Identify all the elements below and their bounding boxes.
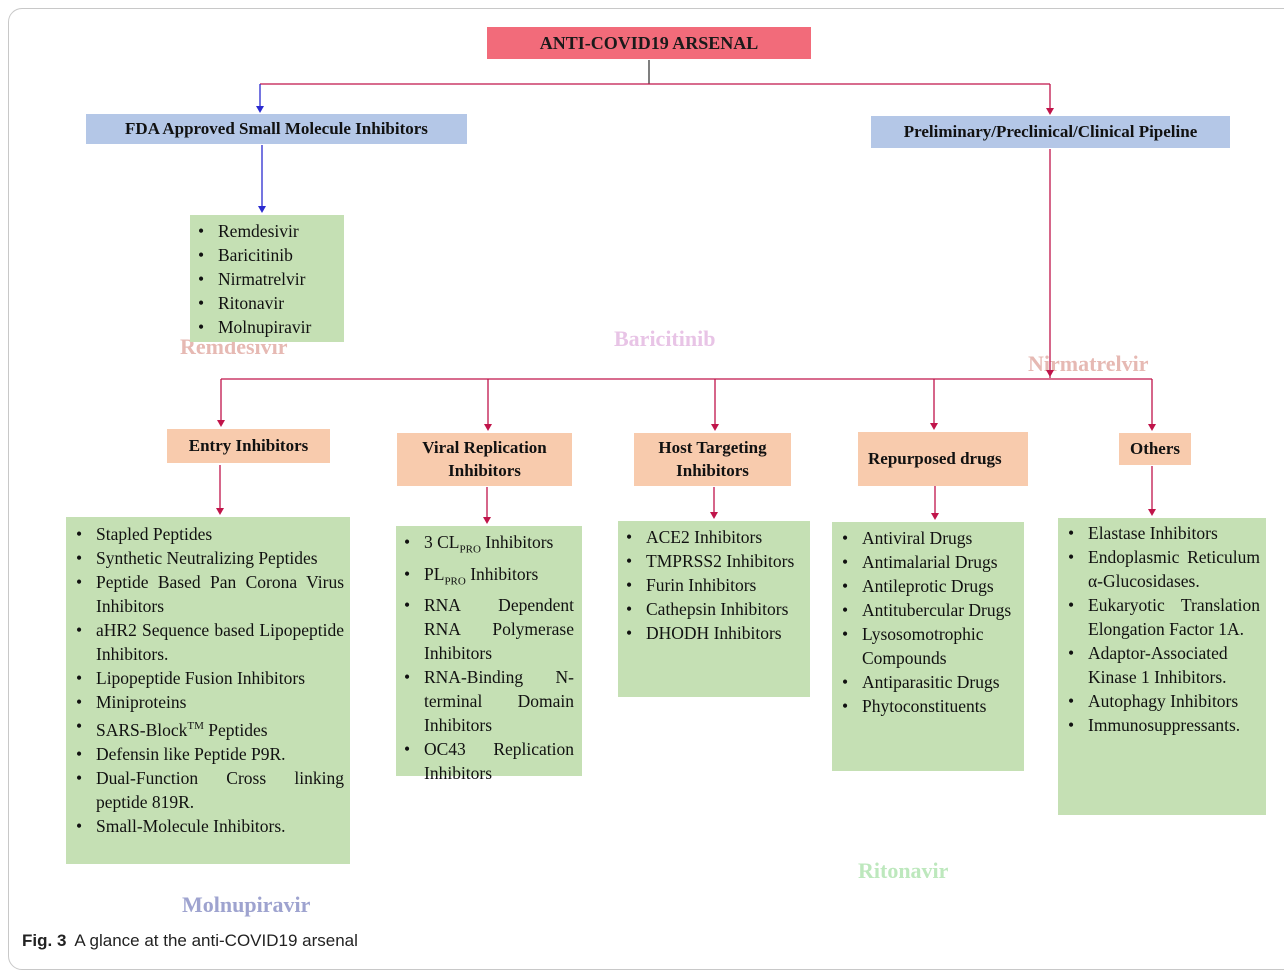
sars-block-suffix: Peptides bbox=[203, 719, 268, 740]
repurposed-drugs-list: Antiviral Drugs Antimalarial Drugs Antil… bbox=[832, 522, 1024, 771]
arrowhead-entry-list bbox=[216, 508, 224, 515]
caption-label: Fig. 3 bbox=[22, 931, 67, 950]
arrowhead-host bbox=[711, 424, 719, 431]
list-item: Antimalarial Drugs bbox=[842, 550, 1018, 574]
clpro-suffix: Inhibitors bbox=[480, 532, 554, 552]
arrowhead-fda bbox=[256, 106, 264, 113]
list-item: Synthetic Neutralizing Peptides bbox=[76, 546, 344, 570]
list-item: Lysosomotrophic Compounds bbox=[842, 622, 1018, 670]
trademark-sup: TM bbox=[187, 720, 204, 732]
category-entry-inhibitors: Entry Inhibitors bbox=[167, 429, 330, 463]
caption-text: A glance at the anti-COVID19 arsenal bbox=[74, 931, 358, 950]
arrowhead-viral-list bbox=[483, 517, 491, 524]
category-repurposed-drugs: Repurposed drugs bbox=[858, 432, 1028, 486]
list-item: Adaptor-Associated Kinase 1 Inhibitors. bbox=[1068, 641, 1260, 689]
sars-block-prefix: SARS-Block bbox=[96, 719, 188, 740]
viral-replication-list: 3 CLPRO Inhibitors PLPRO Inhibitors RNA … bbox=[396, 526, 582, 783]
list-item: ACE2 Inhibitors bbox=[626, 525, 804, 549]
entry-inhibitors-list: Stapled Peptides Synthetic Neutralizing … bbox=[66, 517, 350, 864]
list-item: PLPRO Inhibitors bbox=[404, 562, 574, 594]
arrowhead-repurposed bbox=[930, 423, 938, 430]
list-item: Defensin like Peptide P9R. bbox=[76, 742, 344, 766]
list-item: Cathepsin Inhibitors bbox=[626, 597, 804, 621]
arrowhead-entry bbox=[217, 420, 225, 427]
list-item: Antitubercular Drugs bbox=[842, 598, 1018, 622]
clpro-prefix: 3 CL bbox=[424, 532, 460, 552]
others-list: Elastase Inhibitors Endoplasmic Reticulu… bbox=[1058, 518, 1266, 815]
list-item: Elastase Inhibitors bbox=[1068, 521, 1260, 545]
list-item: Small-Molecule Inhibitors. bbox=[76, 814, 344, 838]
list-item: Antiparasitic Drugs bbox=[842, 670, 1018, 694]
plpro-sub: PRO bbox=[444, 575, 466, 587]
branch-pipeline: Preliminary/Preclinical/Clinical Pipelin… bbox=[871, 116, 1230, 148]
list-item: Molnupiravir bbox=[198, 315, 340, 339]
plpro-prefix: PL bbox=[424, 563, 445, 584]
list-item: Peptide Based Pan Corona Virus Inhibitor… bbox=[76, 570, 344, 618]
branch-fda-approved: FDA Approved Small Molecule Inhibitors bbox=[86, 114, 467, 144]
list-item: 3 CLPRO Inhibitors bbox=[404, 530, 574, 562]
list-item: Phytoconstituents bbox=[842, 694, 1018, 718]
list-item: RNA-Binding N-terminal Domain Inhibitors bbox=[404, 665, 574, 737]
arrowhead-fda-list bbox=[258, 206, 266, 213]
list-item: Lipopeptide Fusion Inhibitors bbox=[76, 666, 344, 690]
list-item: Antiviral Drugs bbox=[842, 526, 1018, 550]
watermark-baricitinib: Baricitinib bbox=[614, 326, 716, 351]
root-node: ANTI-COVID19 ARSENAL bbox=[487, 27, 811, 59]
category-others: Others bbox=[1119, 433, 1191, 465]
list-item: Nirmatrelvir bbox=[198, 267, 340, 291]
list-item: Ritonavir bbox=[198, 291, 340, 315]
list-item: aHR2 Sequence based Lipopeptide Inhibito… bbox=[76, 618, 344, 666]
list-item: Remdesivir bbox=[198, 219, 340, 243]
watermark-molnupiravir: Molnupiravir bbox=[182, 892, 311, 917]
list-item: Endoplasmic Reticulum α-Glucosidases. bbox=[1068, 545, 1260, 593]
list-item: Stapled Peptides bbox=[76, 522, 344, 546]
list-item: Furin Inhibitors bbox=[626, 573, 804, 597]
list-item: Dual-Function Cross linking peptide 819R… bbox=[76, 766, 344, 814]
arrowhead-repurposed-list bbox=[931, 513, 939, 520]
list-item: Immunosuppressants. bbox=[1068, 713, 1260, 737]
plpro-suffix: Inhibitors bbox=[465, 563, 539, 584]
arrowhead-others bbox=[1148, 424, 1156, 431]
list-item: OC43 Replication Inhibitors bbox=[404, 737, 574, 785]
host-targeting-list: ACE2 Inhibitors TMPRSS2 Inhibitors Furin… bbox=[618, 521, 810, 697]
list-item: TMPRSS2 Inhibitors bbox=[626, 549, 804, 573]
category-host-targeting: Host Targeting Inhibitors bbox=[634, 433, 791, 486]
list-item: Antileprotic Drugs bbox=[842, 574, 1018, 598]
list-item: Eukaryotic Translation Elongation Factor… bbox=[1068, 593, 1260, 641]
category-viral-replication: Viral Replication Inhibitors bbox=[397, 433, 572, 486]
watermark-ritonavir: Ritonavir bbox=[858, 858, 949, 883]
list-item: Autophagy Inhibitors bbox=[1068, 689, 1260, 713]
arrowhead-pipeline-stem bbox=[1046, 370, 1054, 377]
list-item: Baricitinib bbox=[198, 243, 340, 267]
arrowhead-pipeline bbox=[1046, 108, 1054, 115]
list-item: SARS-BlockTM Peptides bbox=[76, 714, 344, 742]
list-item: RNA Dependent RNA Polymerase Inhibitors bbox=[404, 593, 574, 665]
arrowhead-others-list bbox=[1148, 509, 1156, 516]
fda-drug-list: Remdesivir Baricitinib Nirmatrelvir Rito… bbox=[190, 215, 344, 342]
arrowhead-host-list bbox=[710, 512, 718, 519]
list-item: Miniproteins bbox=[76, 690, 344, 714]
arrowhead-viral bbox=[484, 424, 492, 431]
figure-caption: Fig. 3 A glance at the anti-COVID19 arsen… bbox=[22, 931, 358, 951]
clpro-sub: PRO bbox=[459, 543, 481, 556]
list-item: DHODH Inhibitors bbox=[626, 621, 804, 645]
